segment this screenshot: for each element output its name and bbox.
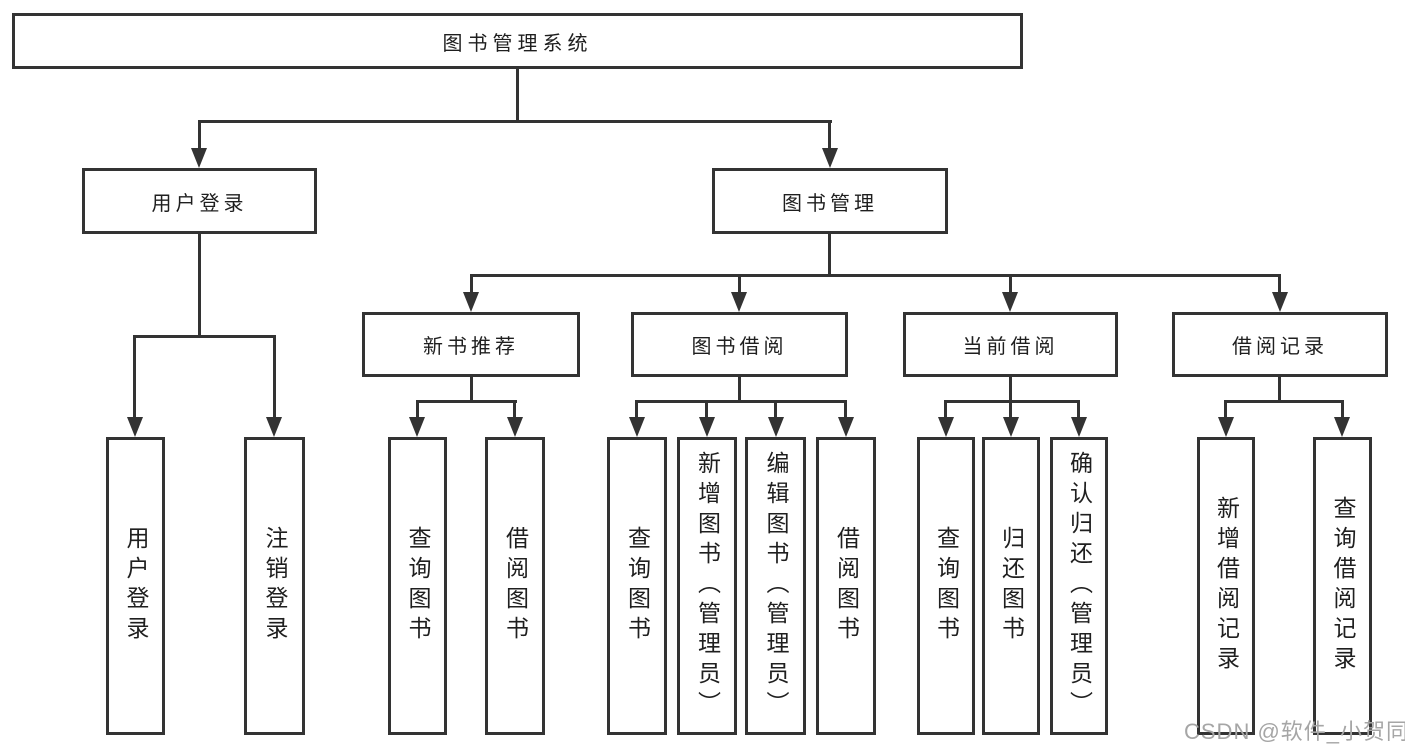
- arrow-down-icon: [1071, 417, 1087, 437]
- leaf-add-borrow-record: 新增借阅记录: [1197, 437, 1255, 735]
- leaf-add-book-admin: 新增图书（管理员）: [677, 437, 737, 735]
- connector-line: [1341, 400, 1344, 420]
- leaf-logout: 注销登录: [244, 437, 305, 735]
- connector-line: [1009, 400, 1012, 420]
- connector-line: [416, 400, 419, 420]
- connector-line: [635, 400, 847, 403]
- arrow-down-icon: [1003, 417, 1019, 437]
- leaf-query-books-recommend: 查询图书: [388, 437, 447, 735]
- arrow-down-icon: [409, 417, 425, 437]
- node-current-borrowing: 当前借阅: [903, 312, 1118, 377]
- leaf-borrow-books-borrowing: 借阅图书: [816, 437, 876, 735]
- connector-line: [198, 120, 832, 123]
- arrow-down-icon: [127, 417, 143, 437]
- connector-line: [133, 335, 275, 338]
- connector-line: [828, 120, 831, 152]
- connector-line: [1077, 400, 1080, 420]
- leaf-user-login: 用户登录: [106, 437, 165, 735]
- connector-line: [133, 335, 136, 422]
- connector-line: [198, 234, 201, 338]
- connector-line: [470, 274, 1281, 277]
- leaf-query-books-current: 查询图书: [917, 437, 975, 735]
- arrow-down-icon: [1334, 417, 1350, 437]
- connector-line: [1278, 377, 1281, 403]
- connector-line: [1224, 400, 1227, 420]
- leaf-edit-book-admin: 编辑图书（管理员）: [745, 437, 806, 735]
- connector-line: [416, 400, 517, 403]
- connector-line: [273, 335, 276, 422]
- connector-line: [198, 120, 201, 152]
- connector-line: [635, 400, 638, 420]
- node-new-book-recommendation: 新书推荐: [362, 312, 580, 377]
- connector-line: [828, 234, 831, 277]
- connector-line: [944, 400, 1080, 403]
- arrow-down-icon: [699, 417, 715, 437]
- connector-line: [470, 377, 473, 403]
- arrow-down-icon: [463, 292, 479, 312]
- node-borrowing-records: 借阅记录: [1172, 312, 1388, 377]
- connector-line: [516, 69, 519, 123]
- arrow-down-icon: [1272, 292, 1288, 312]
- watermark: CSDN @软件_小贺同学: [1184, 719, 1405, 744]
- connector-line: [1278, 274, 1281, 297]
- node-user-login: 用户登录: [82, 168, 317, 234]
- connector-line: [1009, 274, 1012, 297]
- connector-line: [738, 274, 741, 297]
- arrow-down-icon: [768, 417, 784, 437]
- leaf-return-books: 归还图书: [982, 437, 1040, 735]
- leaf-borrow-books-recommend: 借阅图书: [485, 437, 545, 735]
- arrow-down-icon: [629, 417, 645, 437]
- arrow-down-icon: [266, 417, 282, 437]
- arrow-down-icon: [731, 292, 747, 312]
- arrow-down-icon: [1218, 417, 1234, 437]
- arrow-down-icon: [838, 417, 854, 437]
- leaf-confirm-return-admin: 确认归还（管理员）: [1050, 437, 1108, 735]
- node-book-management: 图书管理: [712, 168, 948, 234]
- arrow-down-icon: [822, 148, 838, 168]
- connector-line: [470, 274, 473, 297]
- connector-line: [944, 400, 947, 420]
- leaf-query-books-borrowing: 查询图书: [607, 437, 667, 735]
- leaf-query-borrow-record: 查询借阅记录: [1313, 437, 1372, 735]
- node-library-system: 图书管理系统: [12, 13, 1023, 69]
- connector-line: [1224, 400, 1344, 403]
- connector-line: [705, 400, 708, 420]
- connector-line: [738, 377, 741, 403]
- connector-line: [1009, 377, 1012, 403]
- connector-line: [513, 400, 516, 420]
- arrow-down-icon: [507, 417, 523, 437]
- arrow-down-icon: [1002, 292, 1018, 312]
- arrow-down-icon: [938, 417, 954, 437]
- arrow-down-icon: [191, 148, 207, 168]
- connector-line: [844, 400, 847, 420]
- connector-line: [774, 400, 777, 420]
- node-book-borrowing: 图书借阅: [631, 312, 848, 377]
